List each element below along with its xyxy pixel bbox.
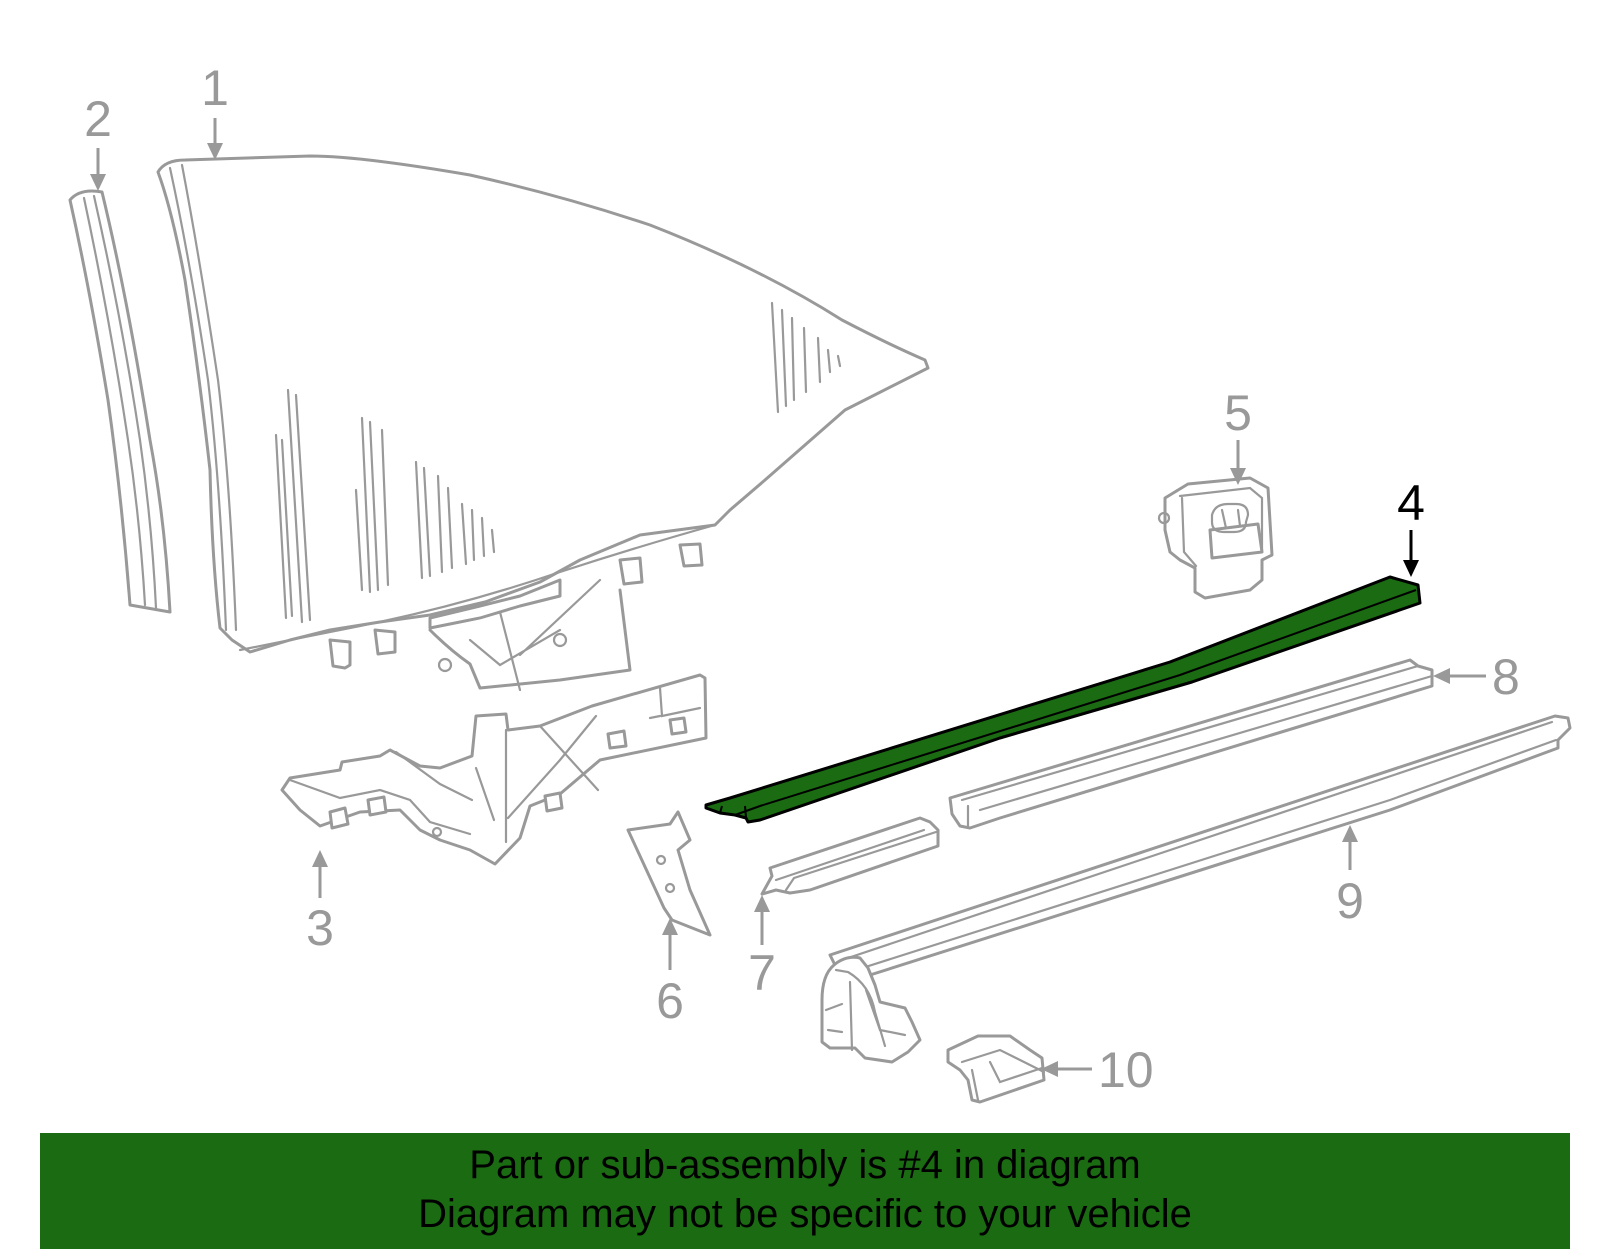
leader-4 bbox=[1403, 530, 1419, 577]
callout-2: 2 bbox=[84, 91, 112, 147]
banner-line-2: Diagram may not be specific to your vehi… bbox=[418, 1192, 1192, 1236]
leader-1 bbox=[207, 118, 223, 160]
part-10-end-clip[interactable] bbox=[946, 1034, 1046, 1104]
leader-2 bbox=[90, 148, 106, 191]
part-8-inner-belt[interactable] bbox=[948, 658, 1434, 830]
part-5-clip[interactable] bbox=[1157, 476, 1274, 600]
callout-4: 4 bbox=[1397, 475, 1425, 531]
leader-3 bbox=[312, 850, 328, 898]
callout-7: 7 bbox=[748, 945, 776, 1001]
part-9-channel[interactable] bbox=[820, 714, 1572, 1064]
callout-6: 6 bbox=[656, 973, 684, 1029]
banner-line-1: Part or sub-assembly is #4 in diagram bbox=[469, 1143, 1141, 1187]
leader-10 bbox=[1041, 1061, 1092, 1077]
callout-10: 10 bbox=[1098, 1042, 1154, 1098]
part-6-small-bracket[interactable] bbox=[626, 810, 712, 937]
leader-7 bbox=[754, 895, 770, 945]
info-banner: Part or sub-assembly is #4 in diagram Di… bbox=[40, 1133, 1570, 1249]
part-2-weatherstrip[interactable] bbox=[68, 189, 172, 614]
leader-8 bbox=[1433, 668, 1486, 684]
leader-6 bbox=[662, 918, 678, 970]
callout-3: 3 bbox=[306, 900, 334, 956]
callout-9: 9 bbox=[1336, 873, 1364, 929]
part-1-glass[interactable] bbox=[156, 154, 930, 692]
callout-5: 5 bbox=[1224, 385, 1252, 441]
leader-5 bbox=[1230, 440, 1246, 485]
leader-9 bbox=[1342, 825, 1358, 870]
part-4-belt-weatherstrip[interactable] bbox=[704, 575, 1422, 824]
callout-1: 1 bbox=[201, 60, 229, 116]
part-3-bracket[interactable] bbox=[280, 673, 708, 866]
part-7-short-strip[interactable] bbox=[760, 816, 940, 896]
callout-8: 8 bbox=[1492, 649, 1520, 705]
